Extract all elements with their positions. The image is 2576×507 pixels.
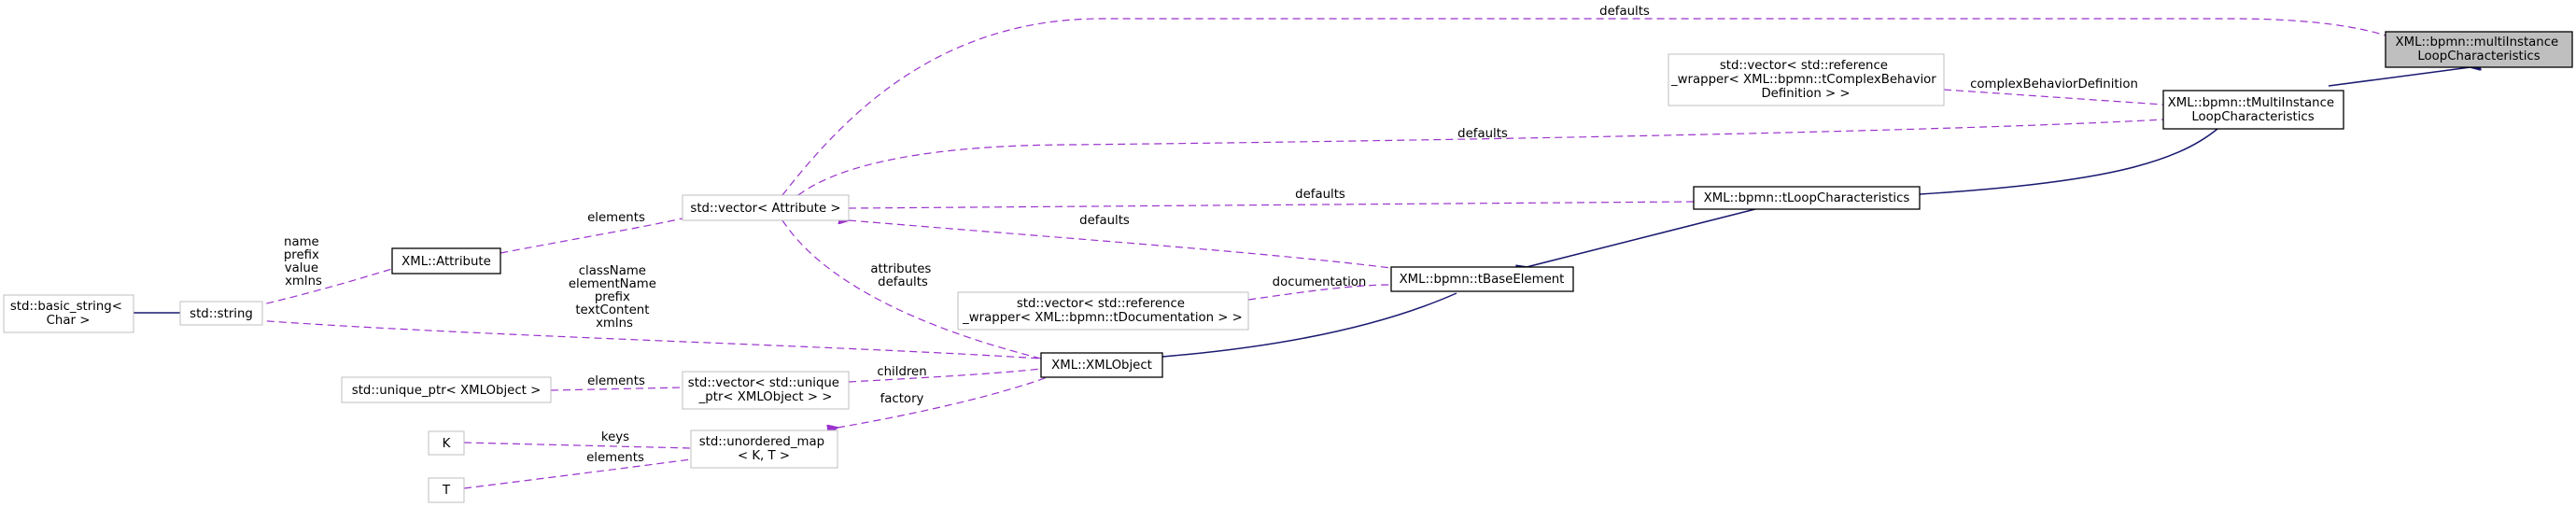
edge-tmulti-defaults: defaults xyxy=(798,119,2164,195)
node-t-multi-instance-loop[interactable]: XML::bpmn::tMultiInstance LoopCharacteri… xyxy=(2162,90,2344,130)
edges: defaults complexBehaviorDefinition defau… xyxy=(134,5,2470,488)
node-t-loop-characteristics[interactable]: XML::bpmn::tLoopCharacteristics xyxy=(1693,186,1921,210)
svg-text:elements: elements xyxy=(587,211,645,225)
svg-text:elements: elements xyxy=(587,374,645,388)
svg-text:complexBehaviorDefinition: complexBehaviorDefinition xyxy=(1970,77,2138,92)
node-std-string[interactable]: std::string xyxy=(179,301,263,326)
svg-text:attributes defaults: attributes defaults xyxy=(870,262,935,289)
node-t[interactable]: T xyxy=(428,477,465,503)
svg-text:keys: keys xyxy=(601,430,629,444)
svg-text:defaults: defaults xyxy=(1079,214,1130,228)
svg-text:std::vector< std::reference: std::vector< std::reference _wrapper< XM… xyxy=(1670,59,1940,101)
edge-xmlobject-to-tbase xyxy=(1162,292,1457,357)
edge-tmulti-to-multi xyxy=(2328,67,2470,87)
svg-text:XML::bpmn::tLoopCharacteristic: XML::bpmn::tLoopCharacteristics xyxy=(1704,191,1910,205)
edge-string-to-object: className elementName prefix textContent… xyxy=(243,264,1042,359)
node-xml-object[interactable]: XML::XMLObject xyxy=(1040,352,1163,378)
edge-string-to-attribute: name prefix value xmlns xyxy=(243,235,393,309)
edge-map-elements: elements xyxy=(464,451,692,488)
edge-keys: keys xyxy=(464,430,692,449)
edge-base-defaults: defaults xyxy=(849,214,1392,269)
svg-text:XML::bpmn::tMultiInstance: XML::bpmn::tMultiInstance LoopCharacteri… xyxy=(2168,96,2339,124)
node-multi-instance-loop[interactable]: XML::bpmn::multiInstance LoopCharacteris… xyxy=(2385,31,2573,68)
node-unique-ptr[interactable]: std::unique_ptr< XMLObject > xyxy=(341,376,552,403)
node-documentation-vector[interactable]: std::vector< std::reference _wrapper< XM… xyxy=(957,291,1249,331)
node-unordered-map[interactable]: std::unordered_map < K, T > xyxy=(690,430,838,469)
svg-text:defaults: defaults xyxy=(1457,127,1508,141)
node-attribute-vector[interactable]: std::vector< Attribute > xyxy=(682,194,850,221)
svg-text:defaults: defaults xyxy=(1599,5,1650,19)
node-t-base-element[interactable]: XML::bpmn::tBaseElement xyxy=(1390,266,1574,292)
svg-text:XML::bpmn::tBaseElement: XML::bpmn::tBaseElement xyxy=(1400,273,1565,287)
edge-tloop-to-tmulti xyxy=(1920,128,2218,194)
node-unique-ptr-vector[interactable]: std::vector< std::unique _ptr< XMLObject… xyxy=(682,371,850,410)
svg-text:std::vector< Attribute >: std::vector< Attribute > xyxy=(690,202,840,216)
node-complex-behavior-vector[interactable]: std::vector< std::reference _wrapper< XM… xyxy=(1668,53,1945,106)
edge-tloop-defaults: defaults xyxy=(849,188,1695,208)
svg-text:XML::XMLObject: XML::XMLObject xyxy=(1051,359,1152,373)
nodes: XML::bpmn::multiInstance LoopCharacteris… xyxy=(3,31,2573,503)
node-xml-attribute[interactable]: XML::Attribute xyxy=(391,247,501,275)
svg-text:std::unique_ptr< XMLObject >: std::unique_ptr< XMLObject > xyxy=(352,384,541,398)
node-k[interactable]: K xyxy=(428,430,465,456)
svg-text:std::vector< std::unique: std::vector< std::unique _ptr< XMLObject… xyxy=(688,376,843,404)
edge-factory: factory xyxy=(838,373,1056,428)
svg-text:K: K xyxy=(443,437,451,451)
svg-text:children: children xyxy=(877,365,926,379)
svg-text:XML::bpmn::multiInstance: XML::bpmn::multiInstance LoopCharacteris… xyxy=(2396,35,2563,63)
edge-tbase-to-tloop xyxy=(1527,208,1756,267)
svg-text:factory: factory xyxy=(880,392,924,406)
svg-text:name prefix va: name prefix value xmlns xyxy=(284,235,323,289)
edge-attribute-elements: elements xyxy=(500,211,683,253)
svg-text:T: T xyxy=(442,484,451,498)
edge-multi-defaults: defaults xyxy=(782,5,2386,195)
edge-complex-behavior: complexBehaviorDefinition xyxy=(1944,77,2164,106)
svg-text:std::vector< std::reference: std::vector< std::reference _wrapper< XM… xyxy=(962,297,1243,325)
svg-text:defaults: defaults xyxy=(1295,188,1345,202)
edge-object-attributes: attributes defaults xyxy=(782,220,1042,359)
svg-text:className elementName: className elementName prefix textContent… xyxy=(569,264,660,331)
edge-children: children xyxy=(849,365,1042,382)
svg-text:XML::Attribute: XML::Attribute xyxy=(401,255,491,269)
svg-text:std::unordered_map < K: std::unordered_map < K, T > xyxy=(699,435,829,463)
edge-unique-elements: elements xyxy=(551,374,683,390)
svg-text:std::string: std::string xyxy=(190,307,253,321)
node-basic-string[interactable]: std::basic_string< Char > xyxy=(3,294,134,333)
svg-text:documentation: documentation xyxy=(1273,275,1367,289)
svg-text:elements: elements xyxy=(586,451,644,465)
svg-text:std::basic_string< Cha: std::basic_string< Char > xyxy=(10,300,126,328)
edge-documentation: documentation xyxy=(1248,275,1392,300)
